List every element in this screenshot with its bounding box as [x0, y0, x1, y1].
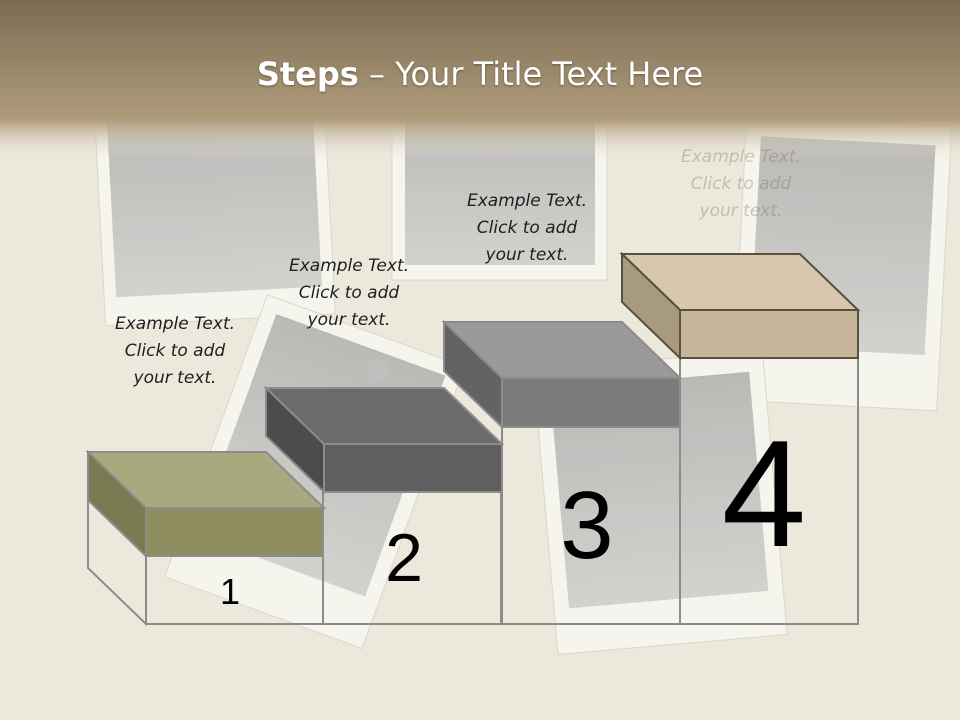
step-2-label-line1: Example Text.	[288, 256, 410, 276]
step-3-label-line3: your text.	[485, 245, 569, 265]
step-1-block	[85, 449, 327, 627]
title-rest: Your Title Text Here	[395, 55, 704, 93]
step-2-label-line2: Click to add	[298, 283, 400, 303]
step-3-label-line2: Click to add	[476, 218, 578, 238]
step-4-label-line3: your text.	[699, 201, 783, 221]
step-1-label-line2: Click to add	[124, 341, 226, 361]
step-4-number: 4	[721, 409, 807, 579]
step-4-block	[619, 251, 861, 625]
slide-title: Steps – Your Title Text Here	[0, 55, 960, 93]
step-1-label-line1: Example Text.	[114, 314, 236, 334]
step-4-label-line1: Example Text.	[680, 147, 802, 167]
step-1-label[interactable]: Example Text. Click to add your text.	[90, 311, 260, 392]
step-1-label-line3: your text.	[133, 368, 217, 388]
step-2-label[interactable]: Example Text. Click to add your text.	[264, 253, 434, 334]
step-2-label-line3: your text.	[307, 310, 391, 330]
step-3-number: 3	[560, 472, 614, 579]
step-4-label-line2: Click to add	[690, 174, 792, 194]
step-4-label[interactable]: Example Text. Click to add your text.	[656, 144, 826, 225]
step-2-block	[263, 385, 505, 625]
title-dash: –	[368, 55, 396, 93]
header-band	[0, 0, 960, 160]
step-1-number: 1	[219, 571, 241, 612]
step-3-block	[441, 319, 683, 625]
step-2-number: 2	[385, 520, 423, 596]
step-3-label[interactable]: Example Text. Click to add your text.	[442, 188, 612, 269]
title-bold: Steps	[256, 55, 359, 93]
step-3-label-line1: Example Text.	[466, 191, 588, 211]
